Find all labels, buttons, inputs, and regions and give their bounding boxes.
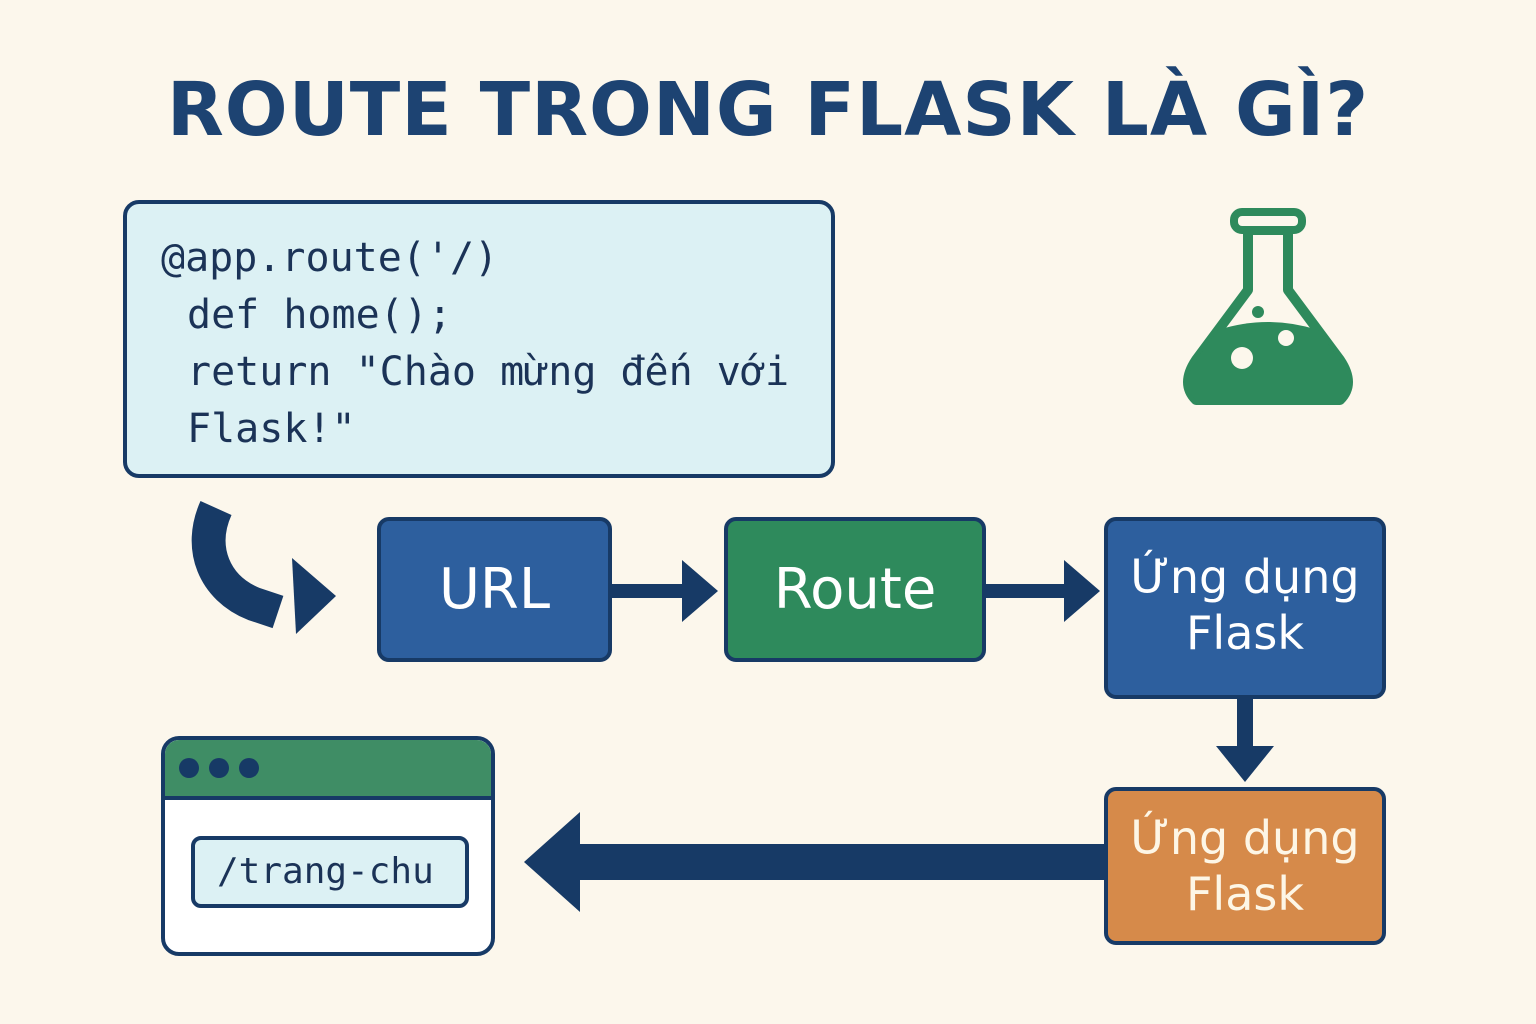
code-line-def: def home(); — [187, 292, 452, 338]
page-title: ROUTE TRONG FLASK LÀ GÌ? — [166, 67, 1370, 153]
window-dot-icon — [179, 758, 199, 778]
flask-app-box: Ứng dụng Flask — [1104, 517, 1386, 699]
url-label: URL — [438, 557, 551, 622]
code-line-return: return "Chào mừng đến với — [187, 349, 790, 395]
code-line-return-cont: Flask!" — [187, 406, 356, 452]
window-dot-icon — [209, 758, 229, 778]
flask-response-box: Ứng dụng Flask — [1104, 787, 1386, 945]
code-line-decorator: @app.route('/) — [161, 235, 499, 281]
arrow-app-to-response — [1216, 699, 1274, 782]
code-snippet: @app.route('/) def home(); return "Chào … — [123, 200, 835, 478]
flask-response-label-line1: Ứng dụng — [1130, 811, 1360, 865]
flask-icon — [1183, 208, 1353, 405]
arrow-response-to-browser — [524, 812, 1106, 912]
flask-app-label-line1: Ứng dụng — [1130, 550, 1360, 604]
window-dot-icon — [239, 758, 259, 778]
arrow-url-to-route — [612, 560, 718, 622]
flask-app-label-line2: Flask — [1185, 606, 1305, 660]
browser-title-bar — [165, 740, 491, 800]
flask-response-label-line2: Flask — [1185, 867, 1305, 921]
browser-window: /trang-chu — [161, 736, 495, 956]
route-label: Route — [773, 557, 937, 622]
curved-arrow-icon — [191, 501, 336, 634]
address-bar[interactable]: /trang-chu — [191, 836, 469, 908]
url-box: URL — [377, 517, 612, 662]
arrow-route-to-app — [986, 560, 1100, 622]
route-box: Route — [724, 517, 986, 662]
